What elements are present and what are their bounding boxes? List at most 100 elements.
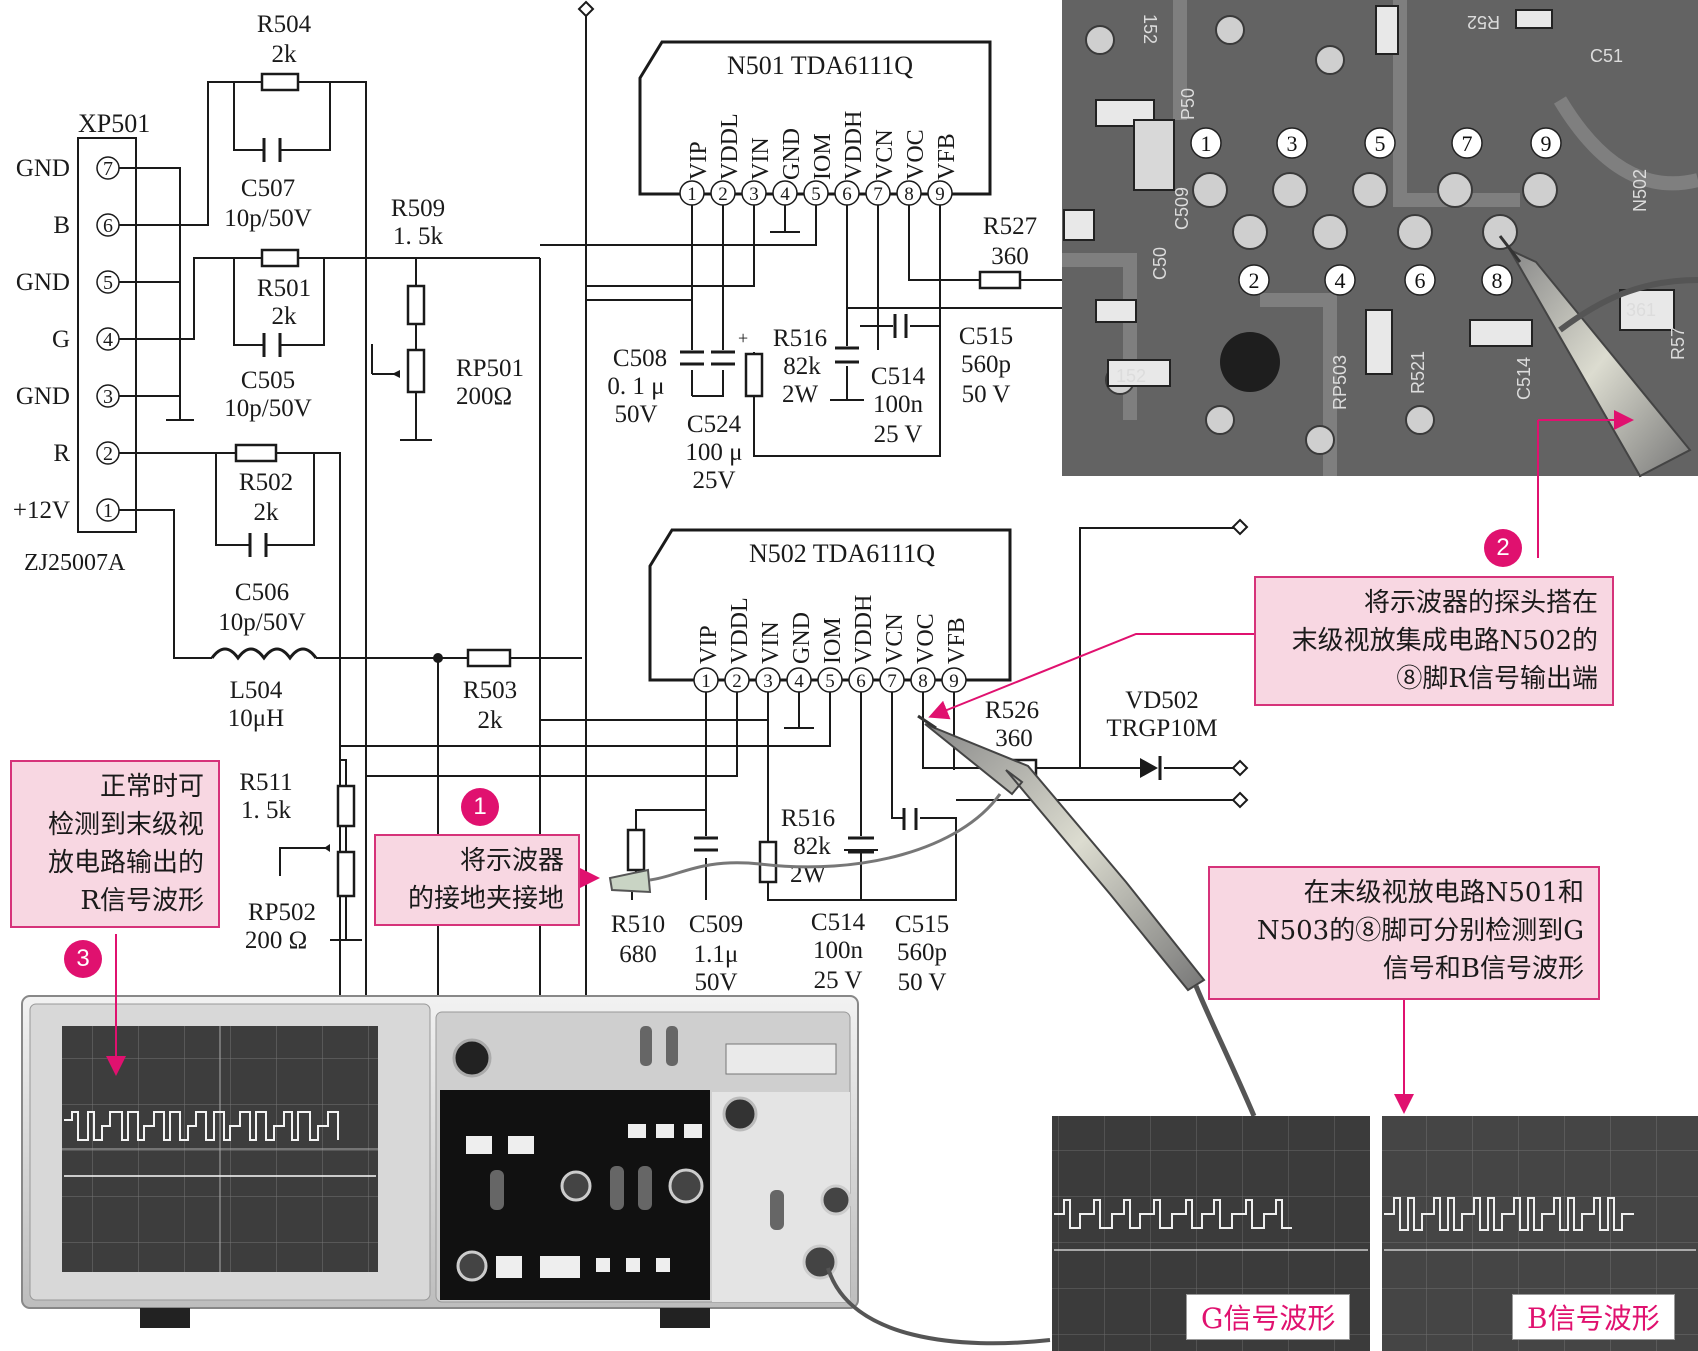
pcb-mark: C509 (1172, 187, 1192, 230)
pcb-pin-marker: 2 (1249, 268, 1260, 293)
pcb-mark: N502 (1630, 169, 1650, 212)
pcb-mark: R521 (1408, 351, 1428, 394)
label-ref: R510 (611, 911, 665, 938)
label-value: 50V (694, 969, 737, 996)
oscilloscope (21, 995, 1051, 1346)
label-ref: R526 (985, 697, 1039, 724)
ic-pin-name: VIP (686, 141, 712, 180)
pot-rp502 (336, 850, 356, 898)
ic-pin-name: VCN (882, 613, 908, 664)
ic-pin-num: 6 (856, 671, 866, 692)
ic-pin-name: IOM (820, 617, 846, 664)
svg-text:+: + (738, 328, 748, 348)
capacitor-c515b (902, 808, 918, 830)
label-ref: C515 (959, 323, 1013, 350)
label-value: 2k (478, 707, 504, 734)
pin-num: 1 (103, 500, 113, 522)
label-ref: RP501 (456, 355, 524, 382)
label-value: 560p (897, 939, 947, 966)
scope-probe (608, 714, 1257, 1117)
ic-pin-num: 3 (749, 184, 759, 205)
pcb-mark: 152 (1140, 14, 1160, 44)
ic-pin-num: 7 (873, 184, 883, 205)
ic-pin-name: VDDL (717, 113, 743, 180)
callout-line: 检测到末级视 (47, 810, 204, 840)
capacitor-c509 (694, 836, 718, 852)
ic-pin-name: IOM (810, 133, 836, 180)
pcb-mark: R57 (1668, 327, 1688, 360)
ic-pin-num: 5 (811, 184, 821, 205)
callout-line: 正常时可 (99, 772, 204, 802)
pcb-pin-marker: 3 (1287, 131, 1298, 156)
ic-n501-title: N501 TDA6111Q (727, 51, 913, 80)
label-value: 50V (614, 401, 657, 428)
capacitor-c514b (848, 836, 874, 854)
ic-pin-num: 5 (825, 671, 835, 692)
resistor-r504 (260, 72, 300, 92)
pin-label: +12V (13, 497, 70, 524)
label-ref: C515 (895, 911, 949, 938)
label-value: 0. 1 μ (607, 373, 664, 400)
pcb-pin-marker: 8 (1492, 268, 1503, 293)
pin-label: GND (16, 155, 70, 182)
callout-line: 末级视放集成电路N502的 (1291, 626, 1598, 656)
resistor-r511 (336, 784, 356, 828)
label-value: 82k (793, 833, 831, 860)
label-value: 10p/50V (224, 395, 312, 422)
pin-num: 4 (103, 329, 113, 351)
capacitor-c506 (248, 533, 268, 557)
ic-pin-num: 7 (887, 671, 897, 692)
label-value: 82k (783, 353, 821, 380)
capacitor-c514 (835, 346, 859, 364)
pcb-mark: C51 (1590, 46, 1623, 66)
ic-pin-num: 9 (935, 184, 945, 205)
ic-pin-name: VFB (934, 133, 960, 180)
ic-pin-num: 6 (842, 184, 852, 205)
label-value: 2W (790, 861, 827, 888)
label-value: 200Ω (456, 383, 512, 410)
label-ref: R509 (391, 195, 445, 222)
callout-line: 放电路输出的 (47, 848, 204, 878)
ic-pin-name: VDDH (851, 595, 877, 664)
label-value: 2W (782, 381, 819, 408)
label-value: 1. 5k (241, 797, 292, 824)
pcb-pin-marker: 1 (1201, 131, 1212, 156)
ic-pin-num: 8 (904, 184, 914, 205)
ic-n502-title: N502 TDA6111Q (749, 539, 935, 568)
label-value: 1.1μ (694, 941, 739, 968)
b-waveform-caption: B信号波形 (1512, 1294, 1675, 1340)
capacitor-c515 (893, 314, 908, 338)
label-value: 25 V (874, 421, 923, 448)
capacitor-c507 (262, 138, 282, 162)
photo-probe (1507, 247, 1692, 478)
ic-pin-num: 4 (780, 184, 790, 205)
label-ref: R502 (239, 469, 293, 496)
ic-pin-num: 2 (718, 184, 728, 205)
label-value: 100n (873, 391, 924, 418)
pcb-mark: P50 (1178, 88, 1198, 120)
pcb-pin-marker: 5 (1375, 131, 1386, 156)
label-value: 10p/50V (224, 205, 312, 232)
callout-ground-clip: 将示波器 的接地夹接地 (374, 834, 580, 926)
pcb-mark: 152 (1116, 366, 1146, 386)
ic-pin-num: 1 (701, 671, 711, 692)
capacitor-c524 (711, 350, 735, 366)
g-waveform-caption: G信号波形 (1186, 1294, 1351, 1340)
callout-line: 信号和B信号波形 (1382, 954, 1584, 984)
resistor-r501 (260, 248, 300, 268)
resistor-r503 (466, 648, 512, 668)
resistor-r516b (758, 840, 778, 884)
callout-line: 的接地夹接地 (407, 884, 564, 914)
label-ref: RP502 (248, 899, 316, 926)
resistor-r510 (626, 828, 646, 872)
callout-line: 在末级视放电路N501和 (1303, 878, 1584, 908)
ic-pin-name: VIP (696, 625, 722, 664)
callout-badge-1: 1 (461, 788, 499, 826)
label-ref: C514 (811, 909, 866, 936)
callout-badge-3: 3 (64, 940, 102, 978)
capacitor-c508 (680, 350, 704, 366)
pcb-mark: C50 (1150, 247, 1170, 280)
label-ref: R527 (983, 213, 1037, 240)
